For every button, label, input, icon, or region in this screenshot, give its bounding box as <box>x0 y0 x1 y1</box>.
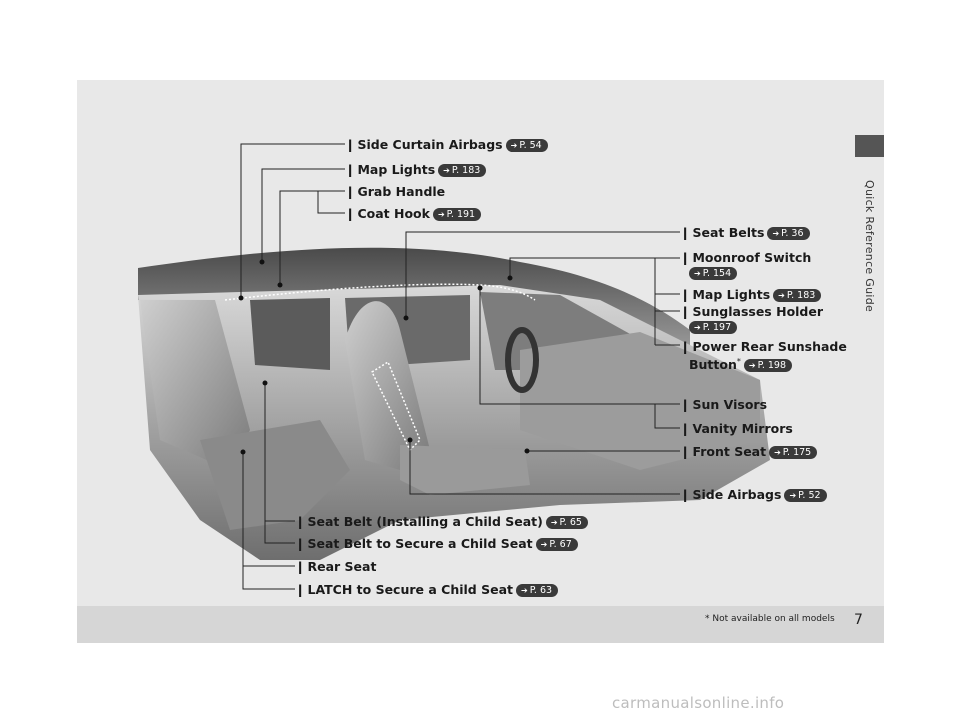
arrow-right-icon: ➔ <box>748 361 756 371</box>
section-title: Quick Reference Guide <box>863 180 876 313</box>
footer-band <box>77 606 884 643</box>
callout-side-airbags: ❙Side Airbags➔P. 52 <box>680 487 827 502</box>
callout-latch: ❙LATCH to Secure a Child Seat➔P. 63 <box>295 582 559 597</box>
arrow-right-icon: ➔ <box>540 540 548 549</box>
callout-seat-belt-installing-child-seat: ❙Seat Belt (Installing a Child Seat)➔P. … <box>295 514 588 529</box>
page-number: 7 <box>854 612 863 628</box>
page-ref-badge[interactable]: ➔P. 175 <box>769 446 818 459</box>
page-ref-badge[interactable]: ➔P. 63 <box>515 584 559 597</box>
page-ref-badge[interactable]: ➔P. 183 <box>773 289 822 302</box>
callout-coat-hook: ❙Coat Hook➔P. 191 <box>345 206 482 221</box>
page-ref-badge[interactable]: ➔P. 52 <box>784 489 827 502</box>
page-ref-badge[interactable]: ➔P. 197 <box>689 321 738 334</box>
watermark: carmanualsonline.info <box>612 694 785 712</box>
page-ref-badge[interactable]: ➔P. 54 <box>505 139 548 152</box>
arrow-right-icon: ➔ <box>694 323 701 332</box>
arrow-right-icon: ➔ <box>694 269 701 278</box>
curtain-airbag-outline <box>224 283 536 301</box>
callout-grab-handle: ❙Grab Handle <box>345 184 446 199</box>
callout-sun-visors: ❙Sun Visors <box>680 397 768 412</box>
footnote: * Not available on all models <box>705 614 835 624</box>
callout-map-lights-right: ❙Map Lights➔P. 183 <box>680 287 822 302</box>
page-ref-badge[interactable]: ➔P. 65 <box>545 516 588 529</box>
callout-sunglasses-holder: ❙Sunglasses Holder➔P. 197 <box>680 304 824 334</box>
page-ref-badge[interactable]: ➔P. 183 <box>438 164 487 177</box>
page-ref-badge[interactable]: ➔P. 67 <box>535 538 578 551</box>
page-ref-badge[interactable]: ➔P. 191 <box>432 208 482 221</box>
callout-rear-seat: ❙Rear Seat <box>295 559 377 574</box>
steering-wheel <box>505 327 539 393</box>
arrow-right-icon: ➔ <box>510 141 518 150</box>
side-airbag-outline <box>371 360 421 452</box>
front-seat-cushion <box>400 445 530 495</box>
callout-side-curtain-airbags: ❙Side Curtain Airbags➔P. 54 <box>345 137 548 152</box>
callout-seat-belts: ❙Seat Belts➔P. 36 <box>680 225 810 240</box>
arrow-right-icon: ➔ <box>772 229 780 238</box>
callout-seat-belt-secure-child-seat: ❙Seat Belt to Secure a Child Seat➔P. 67 <box>295 536 578 551</box>
arrow-right-icon: ➔ <box>520 586 528 595</box>
dashboard <box>520 332 760 470</box>
callout-vanity-mirrors: ❙Vanity Mirrors <box>680 421 793 436</box>
callout-moonroof-switch: ❙Moonroof Switch➔P. 154 <box>680 250 812 280</box>
page-ref-badge[interactable]: ➔P. 36 <box>767 227 810 240</box>
arrow-right-icon: ➔ <box>778 291 785 300</box>
headliner <box>138 247 690 350</box>
arrow-right-icon: ➔ <box>789 491 797 500</box>
arrow-right-icon: ➔ <box>443 166 450 175</box>
arrow-right-icon: ➔ <box>437 210 445 219</box>
callout-front-seat: ❙Front Seat➔P. 175 <box>680 444 818 459</box>
arrow-right-icon: ➔ <box>774 448 781 457</box>
callout-map-lights-top: ❙Map Lights➔P. 183 <box>345 162 487 177</box>
rear-seat-cushion <box>200 420 350 530</box>
rear-window <box>250 298 330 370</box>
page-ref-badge[interactable]: ➔P. 154 <box>689 267 738 280</box>
page-ref-badge[interactable]: ➔P. 198 <box>743 359 792 373</box>
front-seat-back <box>345 301 430 470</box>
rear-seat-back <box>140 300 250 470</box>
arrow-right-icon: ➔ <box>550 518 558 527</box>
section-tab <box>855 135 884 157</box>
